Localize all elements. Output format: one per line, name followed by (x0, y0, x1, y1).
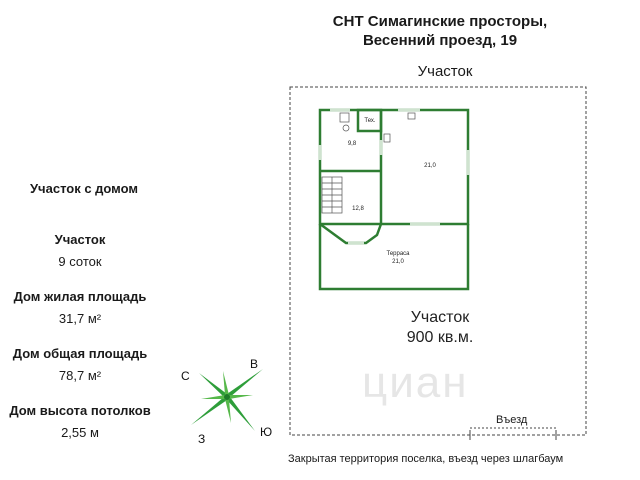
plot-boundary (289, 86, 587, 436)
plot-area-value: 900 кв.м. (406, 329, 474, 346)
fixtures (339, 112, 416, 143)
title-line-1: СНТ Симагинские просторы, (332, 13, 548, 30)
info-heading: Участок с домом (29, 181, 139, 196)
windows (318, 108, 470, 245)
info-living-value: 31,7 м² (58, 311, 102, 326)
info-plot-title: Участок (54, 232, 106, 247)
plot-label: Участок (417, 63, 473, 80)
compass-north-label: С (181, 369, 190, 383)
page-title: СНТ Симагинские просторы, Весенний проез… (300, 12, 580, 50)
footer-note: Закрытая территория поселка, въезд через… (288, 453, 564, 465)
bay-window (319, 222, 383, 245)
compass-south-label: Ю (260, 425, 273, 439)
compass-icon (191, 369, 263, 431)
terrace-outline (318, 224, 470, 291)
watermark-logo: циан (362, 358, 469, 407)
entrance-label: Въезд (496, 414, 528, 426)
room-a-area: 9,8 (347, 141, 357, 147)
plot-area-label: Участок 900 кв.м. (380, 308, 500, 348)
info-total-title: Дом общая площадь (12, 346, 148, 361)
tech-room (356, 108, 383, 133)
room-b-area: 21,0 (424, 163, 436, 169)
terrace-label: Терраса (386, 251, 410, 257)
stairs (321, 176, 343, 214)
plot-area-title: Участок (410, 309, 470, 326)
room-tech-label: Тех. (364, 118, 376, 124)
compass-west-label: З (198, 432, 206, 446)
terrace-area: 21,0 (392, 259, 404, 265)
title-line-2: Весенний проезд, 19 (362, 32, 518, 49)
info-plot-value: 9 соток (58, 254, 102, 269)
compass-east-label: В (250, 357, 259, 371)
info-total-value: 78,7 м² (58, 368, 102, 383)
room-c-area: 12,8 (352, 206, 364, 212)
info-living-title: Дом жилая площадь (13, 289, 147, 304)
entrance-marker (469, 427, 557, 440)
info-ceiling-title: Дом высота потолков (9, 403, 151, 418)
info-ceiling-value: 2,55 м (61, 425, 99, 440)
